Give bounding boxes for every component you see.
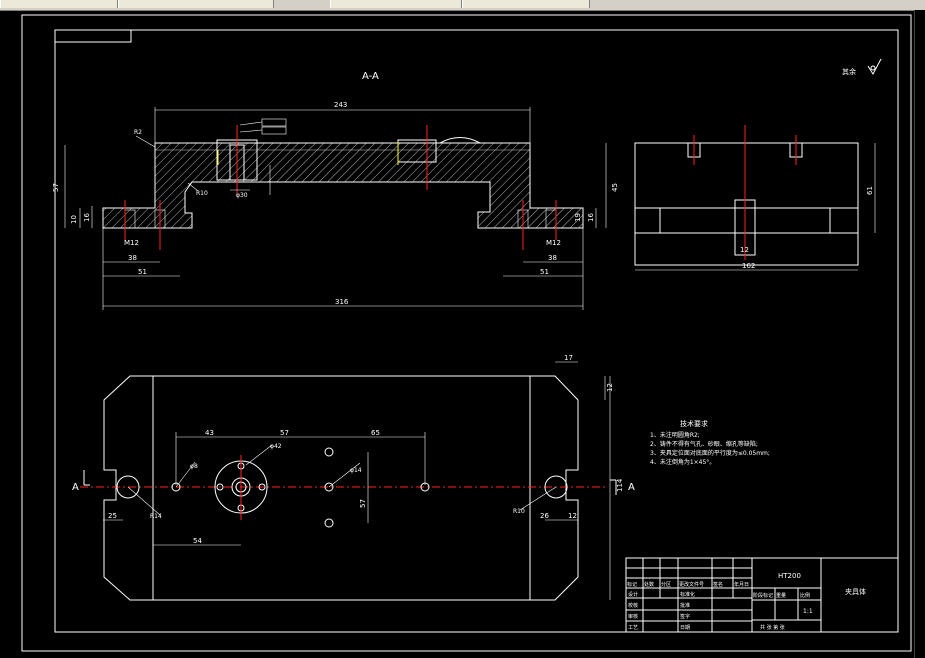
drawing-number-box bbox=[54, 29, 132, 43]
section-body bbox=[102, 142, 584, 229]
dim-114: 114 bbox=[616, 478, 624, 492]
tolerance-frame-1 bbox=[261, 118, 287, 127]
dim-57-vertical: 57 bbox=[359, 499, 367, 508]
header-cell: 更改文件号 bbox=[679, 581, 704, 588]
dim-phi8: φ8 bbox=[190, 463, 198, 470]
document-tab[interactable] bbox=[330, 0, 462, 8]
inner-frame bbox=[54, 29, 899, 633]
dim-61: 61 bbox=[866, 186, 874, 195]
header-cell: 标记 bbox=[627, 581, 637, 588]
tolerance-frame-2 bbox=[261, 126, 287, 135]
dim-r14: R14 bbox=[150, 513, 162, 520]
header-cell: 处数 bbox=[644, 581, 654, 588]
plan-outline bbox=[103, 375, 579, 601]
dim-12-right: 12 bbox=[568, 512, 577, 520]
row-label: 签字 bbox=[680, 613, 690, 620]
note-item: 1、未注明圆角R2; bbox=[650, 431, 700, 439]
hole bbox=[324, 482, 334, 492]
dim-12-side: 12 bbox=[740, 246, 749, 254]
row-label: 批准 bbox=[680, 602, 690, 609]
header-cell: 分区 bbox=[661, 581, 671, 588]
row-label: 校核 bbox=[628, 602, 638, 609]
hole bbox=[324, 518, 334, 528]
view-label-left: A bbox=[72, 482, 79, 493]
section-label: A-A bbox=[362, 71, 379, 82]
section-view: 243 57 10 16 M12 38 51 316 M12 38 51 45 … bbox=[52, 101, 619, 310]
side-body bbox=[634, 142, 859, 266]
dim-26: 26 bbox=[540, 512, 549, 520]
dim-16: 16 bbox=[83, 213, 91, 222]
hole bbox=[324, 447, 334, 457]
outer-frame bbox=[21, 14, 912, 652]
dim-17: 17 bbox=[564, 354, 573, 362]
document-tab[interactable] bbox=[118, 0, 274, 8]
dim-r10: R10 bbox=[196, 190, 208, 197]
dim-43: 43 bbox=[205, 429, 214, 437]
document-tab[interactable] bbox=[0, 0, 118, 8]
dim-10: 10 bbox=[70, 215, 78, 224]
dim-m12-left: M12 bbox=[124, 239, 139, 247]
row-label: 标准化 bbox=[680, 591, 695, 598]
dim-phi14: φ14 bbox=[350, 467, 362, 474]
dim-25: 25 bbox=[108, 512, 117, 520]
surface-finish-symbol: 其余 bbox=[842, 58, 882, 76]
document-tab-bar bbox=[0, 0, 925, 11]
dim-38-left: 38 bbox=[128, 254, 137, 262]
row-label: 日期 bbox=[680, 625, 690, 631]
dim-r10-plan: R10 bbox=[513, 508, 525, 515]
dim-51-left: 51 bbox=[138, 268, 147, 276]
dim-r2: R2 bbox=[134, 129, 142, 136]
dim-19: 19 bbox=[574, 213, 582, 222]
note-item: 3、夹具定位面对底面的平行度为≤0.05mm; bbox=[650, 449, 770, 457]
dim-162: 162 bbox=[742, 262, 755, 270]
stage-label: 阶段标记 bbox=[753, 592, 773, 599]
dim-57-plan: 57 bbox=[280, 429, 289, 437]
material-label: HT200 bbox=[778, 572, 801, 580]
finish-label: 其余 bbox=[842, 67, 856, 76]
document-tab[interactable] bbox=[462, 0, 590, 8]
side-view: 162 12 61 bbox=[634, 125, 876, 271]
technical-notes: 技术要求 1、未注明圆角R2; 2、铸件不得有气孔、砂眼、缩孔等缺陷; 3、夹具… bbox=[650, 419, 770, 466]
dim-243: 243 bbox=[334, 101, 347, 109]
notes-title: 技术要求 bbox=[680, 419, 708, 428]
row-label: 设计 bbox=[628, 591, 638, 598]
dim-54: 54 bbox=[193, 537, 202, 545]
part-name-label: 夹具体 bbox=[845, 587, 866, 596]
note-item: 2、铸件不得有气孔、砂眼、缩孔等缺陷; bbox=[650, 440, 758, 448]
header-cell: 年月日 bbox=[734, 581, 749, 588]
dim-38-right: 38 bbox=[548, 254, 557, 262]
dim-316: 316 bbox=[335, 298, 349, 306]
right-slot bbox=[544, 475, 568, 499]
note-item: 4、未注倒角为1×45°。 bbox=[650, 458, 715, 466]
row-label: 工艺 bbox=[628, 625, 638, 631]
right-window-edge bbox=[914, 10, 925, 658]
row-label: 审核 bbox=[628, 613, 638, 620]
view-direction-marks: A A bbox=[72, 470, 635, 495]
left-slot bbox=[116, 475, 140, 499]
dim-51-right: 51 bbox=[540, 268, 549, 276]
plan-view: 43 57 65 54 17 12 114 57 25 12 26 φ42 φ8… bbox=[80, 354, 624, 601]
view-label-right: A bbox=[628, 482, 635, 493]
title-block: HT200 夹具体 标记 处数 分区 更改文件号 签名 年月日 设计 校核 审核… bbox=[625, 557, 899, 633]
scale-value: 1:1 bbox=[803, 608, 813, 615]
dim-m12-right: M12 bbox=[546, 239, 561, 247]
dim-45: 45 bbox=[611, 183, 619, 192]
dim-phi30: φ30 bbox=[236, 192, 248, 199]
stage-label: 比例 bbox=[800, 592, 810, 599]
dim-65: 65 bbox=[371, 429, 380, 437]
dim-57: 57 bbox=[52, 183, 60, 192]
dim-16-right: 16 bbox=[587, 213, 595, 222]
header-cell: 签名 bbox=[713, 581, 723, 588]
stage-label: 重量 bbox=[776, 592, 786, 599]
sheet-count: 共 张 第 张 bbox=[760, 624, 785, 631]
dim-phi42: φ42 bbox=[270, 443, 282, 450]
